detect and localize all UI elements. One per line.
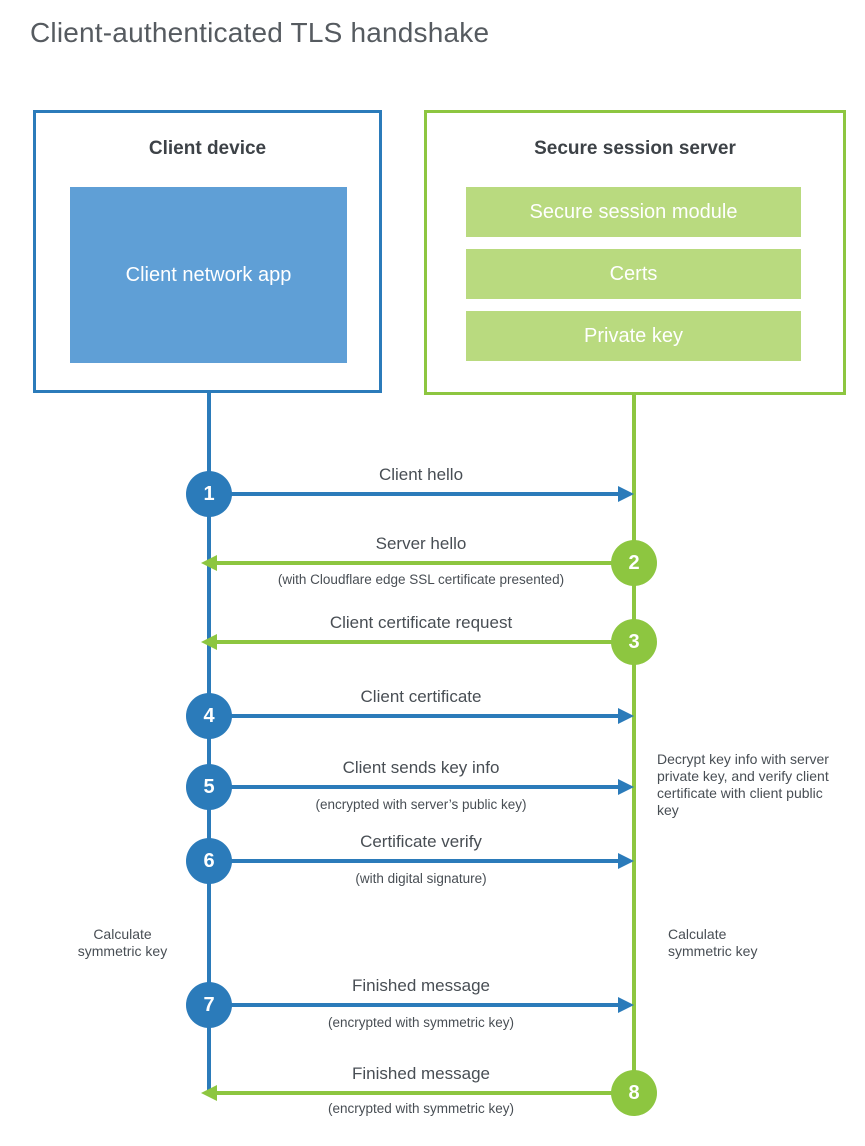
step-8-sublabel: (encrypted with symmetric key) xyxy=(327,1101,515,1116)
client-network-app-box: Client network app xyxy=(70,187,347,363)
step-5-sublabel: (encrypted with server’s public key) xyxy=(315,797,527,812)
step-7-badge: 7 xyxy=(186,982,232,1028)
calculate-symmetric-key-right: Calculate symmetric key xyxy=(668,926,758,960)
step-1-label: Client hello xyxy=(378,465,464,484)
arrow-left-icon xyxy=(201,555,217,571)
arrow-left-icon xyxy=(201,1085,217,1101)
step-8-arrow xyxy=(217,1091,612,1095)
step-1-badge: 1 xyxy=(186,471,232,517)
server-module-secure-session: Secure session module xyxy=(466,187,801,237)
step-1-arrow xyxy=(230,492,618,496)
step-2-label: Server hello xyxy=(375,534,467,553)
step-4-badge: 4 xyxy=(186,693,232,739)
client-network-app-label: Client network app xyxy=(125,263,292,286)
server-lifeline xyxy=(632,395,636,1095)
arrow-left-icon xyxy=(201,634,217,650)
step-2-sublabel: (with Cloudflare edge SSL certificate pr… xyxy=(277,572,565,587)
secure-session-server-box: Secure session server Secure session mod… xyxy=(424,110,846,395)
server-module-certs: Certs xyxy=(466,249,801,299)
step-8-badge: 8 xyxy=(611,1070,657,1116)
step-5-label: Client sends key info xyxy=(342,758,500,777)
step-6-arrow xyxy=(230,859,618,863)
step-5-badge: 5 xyxy=(186,764,232,810)
step-3-badge: 3 xyxy=(611,619,657,665)
step-3-arrow xyxy=(217,640,612,644)
arrow-right-icon xyxy=(618,853,634,869)
server-module-private-key: Private key xyxy=(466,311,801,361)
step-5-arrow xyxy=(230,785,618,789)
client-lifeline xyxy=(207,393,211,1095)
step-6-badge: 6 xyxy=(186,838,232,884)
step-7-label: Finished message xyxy=(352,976,490,995)
arrow-right-icon xyxy=(618,997,634,1013)
step-2-badge: 2 xyxy=(611,540,657,586)
arrow-right-icon xyxy=(618,779,634,795)
step-4-label: Client certificate xyxy=(360,687,482,706)
step-4-arrow xyxy=(230,714,618,718)
client-device-box: Client device Client network app xyxy=(33,110,382,393)
calculate-symmetric-key-left: Calculate symmetric key xyxy=(77,926,168,960)
server-modules: Secure session module Certs Private key xyxy=(466,187,801,361)
decrypt-note: Decrypt key info with server private key… xyxy=(657,751,829,819)
client-device-title: Client device xyxy=(148,138,267,159)
arrow-right-icon xyxy=(618,708,634,724)
step-7-sublabel: (encrypted with symmetric key) xyxy=(327,1015,515,1030)
step-3-label: Client certificate request xyxy=(329,613,513,632)
step-6-sublabel: (with digital signature) xyxy=(355,871,487,886)
step-6-label: Certificate verify xyxy=(360,832,482,851)
step-8-label: Finished message xyxy=(352,1064,490,1083)
secure-session-server-title: Secure session server xyxy=(534,138,736,159)
step-7-arrow xyxy=(230,1003,618,1007)
step-2-arrow xyxy=(217,561,612,565)
arrow-right-icon xyxy=(618,486,634,502)
page-title: Client-authenticated TLS handshake xyxy=(30,17,490,48)
